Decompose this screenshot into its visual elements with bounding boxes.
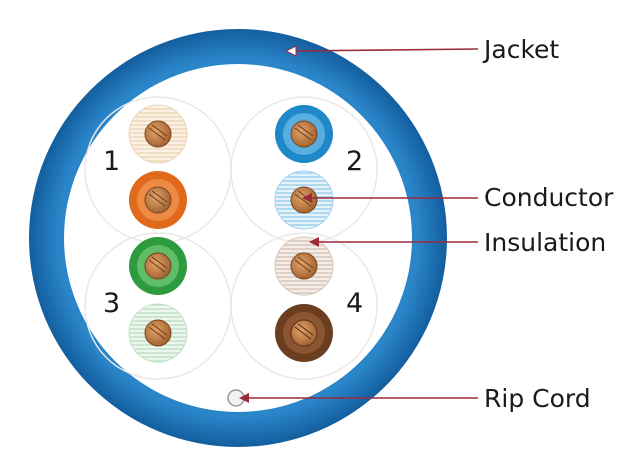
pair-3-wire-green-white: [128, 303, 188, 363]
pair-number-1: 2: [346, 146, 363, 177]
leader-lines: [239, 45, 479, 403]
pair-number-3: 3: [103, 288, 120, 319]
pair-1-wire-blue: [275, 105, 333, 163]
pair-4-wire-brown-white: [274, 236, 334, 296]
pair-number-4: 4: [346, 288, 363, 319]
jacket-inner: [64, 64, 412, 412]
rip-cord-label: Rip Cord: [484, 384, 591, 413]
pair-4-outline: [230, 232, 378, 380]
pair-2-wire-orange-white: [128, 104, 188, 164]
pair-3-wire-green: [129, 237, 187, 295]
conductor-label: Conductor: [484, 183, 614, 212]
pair-1-wire-blue-white: [274, 170, 334, 230]
insulation-label: Insulation: [484, 228, 606, 257]
pair-number-2: 1: [103, 146, 120, 177]
pair-2-wire-orange: [129, 171, 187, 229]
jacket-label: Jacket: [482, 35, 559, 64]
pair-4-wire-brown: [275, 304, 333, 362]
